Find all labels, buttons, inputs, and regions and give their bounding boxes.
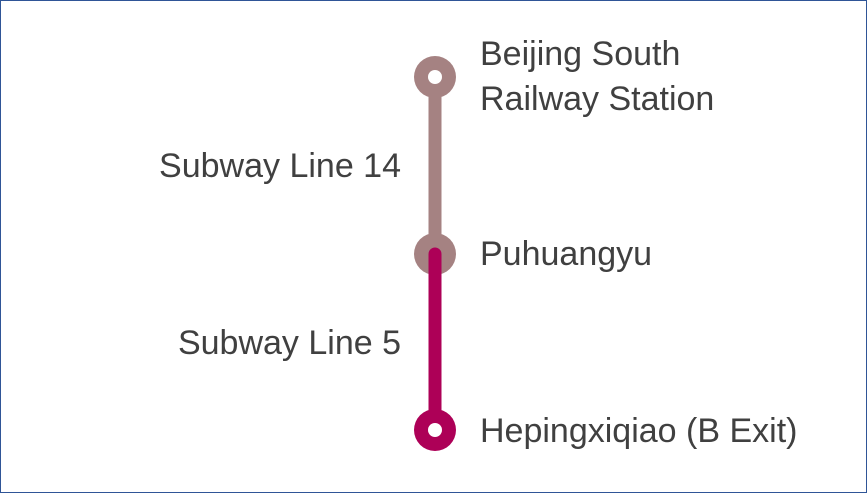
station-marker-inner bbox=[428, 70, 442, 84]
line-label-14: Subway Line 14 bbox=[159, 147, 401, 185]
station-marker-inner bbox=[428, 423, 442, 437]
station-label-beijing-south: Beijing South Railway Station bbox=[480, 32, 714, 122]
station-name-line2: Railway Station bbox=[480, 80, 715, 118]
line-label-5: Subway Line 5 bbox=[177, 324, 401, 362]
station-label-hepingxiqiao: Hepingxiqiao (B Exit) bbox=[480, 412, 798, 450]
station-label-puhuangyu: Puhuangyu bbox=[480, 235, 653, 273]
station-name-line1: Beijing South bbox=[480, 35, 681, 73]
